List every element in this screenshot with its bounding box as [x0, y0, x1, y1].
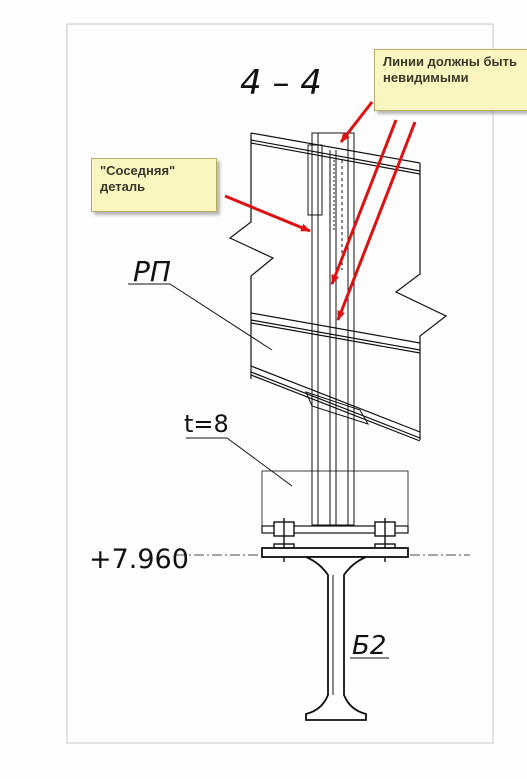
arrow-hidden-lines-3	[330, 119, 398, 285]
callout-neighbor-part: "Соседняя" деталь	[91, 158, 217, 212]
base-plate-flange	[261, 525, 409, 534]
neighbor-plate	[307, 144, 323, 216]
plate-label: РП	[133, 255, 171, 288]
callout-hidden-lines: Линии должны быть невидимыми	[374, 49, 527, 111]
purlin-top-edge-1	[250, 132, 421, 164]
base-plate	[186, 437, 409, 534]
i-beam	[261, 547, 409, 721]
beam-web	[305, 556, 367, 721]
panel-right-break-line	[394, 163, 448, 440]
wall-panel	[228, 132, 448, 442]
arrow-neighbor-part	[224, 194, 311, 233]
annotation-arrows	[224, 101, 417, 321]
column-post	[305, 132, 370, 526]
beam-label: Б2	[352, 631, 386, 661]
sheet-frame	[66, 23, 494, 744]
cleat-bottom	[305, 391, 370, 425]
panel-left-break-line	[228, 133, 275, 379]
thickness-label: t=8	[184, 410, 229, 438]
base-plate-body	[261, 470, 409, 527]
arrow-hidden-lines-1	[339, 101, 374, 143]
plate-label-leader	[169, 283, 273, 351]
base-plate-leader-diag	[226, 437, 293, 487]
arrow-hidden-lines-2	[336, 121, 417, 321]
beam-top-flange	[261, 547, 409, 558]
section-title: 4 – 4	[240, 63, 322, 103]
elevation-label: +7.960	[89, 544, 189, 575]
